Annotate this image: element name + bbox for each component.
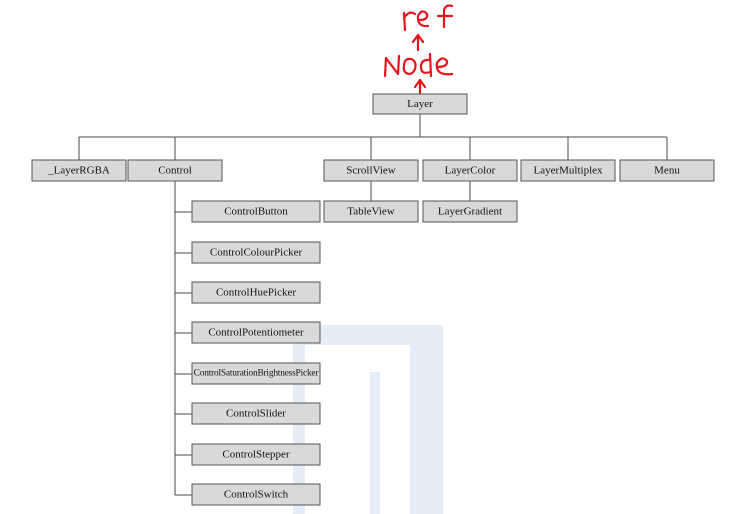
node-scroll-view: ScrollView [323,159,419,182]
node-layer-multiplex: LayerMultiplex [520,159,616,182]
node-control-switch: ControlSwitch [191,483,321,506]
node-control-slider-label: ControlSlider [226,408,286,420]
node-control-button-label: ControlButton [224,206,288,218]
node-table-view-label: TableView [347,206,394,218]
node-layer-gradient-label: LayerGradient [438,206,502,218]
handwritten-annotation [383,4,478,181]
node-layer-label: Layer [407,98,433,110]
node-layer-color: LayerColor [422,159,518,182]
node-layer-rgba: _LayerRGBA [31,159,127,182]
node-control-potentiometer-label: ControlPotentiometer [208,327,304,339]
node-layer-color-label: LayerColor [445,165,496,177]
node-control-stepper-label: ControlStepper [222,449,290,461]
node-control-button: ControlButton [191,200,321,223]
handwritten-ref [402,4,454,32]
watermark-logo [293,325,443,514]
node-table-view: TableView [323,200,419,223]
node-control-hue-picker-label: ControlHuePicker [216,287,296,299]
node-control-saturation-brightness-picker-label: ControlSaturationBrightnessPicker [194,369,320,379]
node-control-stepper: ControlStepper [191,443,321,466]
node-layer-gradient: LayerGradient [422,200,518,223]
node-menu-label: Menu [654,165,680,177]
node-layer: Layer [372,93,468,115]
handwritten-node [383,52,454,78]
connectors [78,114,668,496]
node-control-colour-picker: ControlColourPicker [191,241,321,264]
node-control-saturation-brightness-picker: ControlSaturationBrightnessPicker [191,362,321,385]
node-layer-multiplex-label: LayerMultiplex [533,165,603,177]
node-control-colour-picker-label: ControlColourPicker [210,247,303,259]
node-control-potentiometer: ControlPotentiometer [191,321,321,344]
arrow-to-ref [411,33,425,52]
node-layer-rgba-label: _LayerRGBA [47,165,110,177]
arrow-to-node [413,78,427,95]
node-scroll-view-label: ScrollView [346,165,395,177]
node-menu: Menu [619,159,715,182]
node-control-label: Control [158,165,192,177]
node-control-switch-label: ControlSwitch [224,489,289,501]
node-control-hue-picker: ControlHuePicker [191,281,321,304]
node-control-slider: ControlSlider [191,402,321,425]
node-control: Control [127,159,223,182]
